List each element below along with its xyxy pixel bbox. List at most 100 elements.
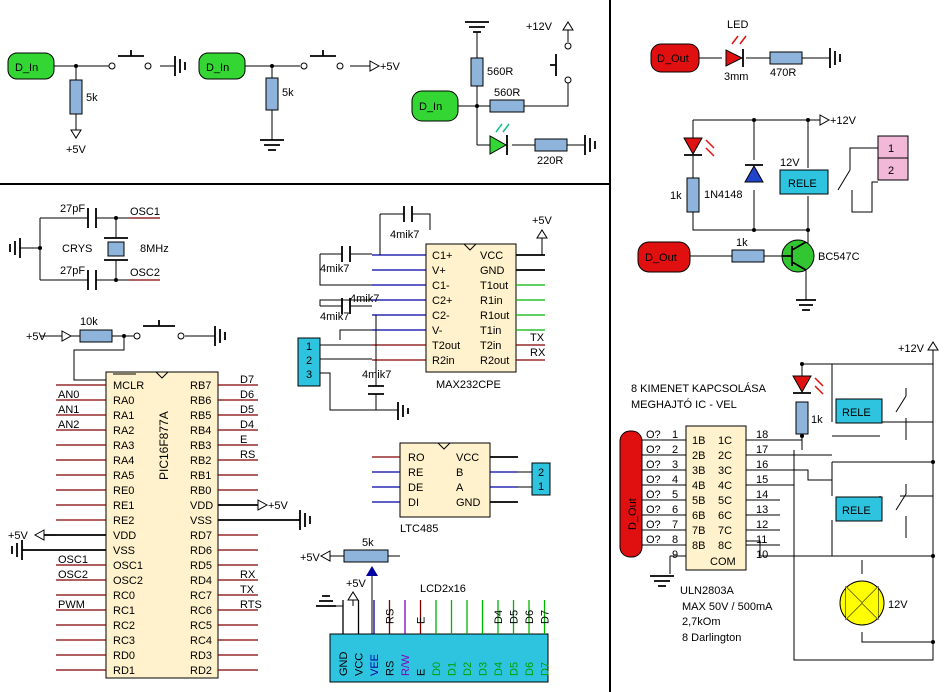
uln-left-num: 1 xyxy=(672,429,678,441)
pic-right-pin: RD3 xyxy=(190,650,212,662)
pic-right-pin: RD7 xyxy=(190,530,212,542)
pic-right-signal: RTS xyxy=(240,599,262,611)
pic-left-pin: RA5 xyxy=(113,470,134,482)
max232-cap-label: 4mik7 xyxy=(390,229,419,241)
lcd-pin: D3 xyxy=(478,662,490,676)
r2-label: 5k xyxy=(282,87,294,99)
relay-coil-top xyxy=(779,169,829,195)
max232-right-pin: R2out xyxy=(480,355,509,367)
pushbutton-2[interactable] xyxy=(300,50,344,70)
r3-label: 560R xyxy=(487,66,513,78)
uln-left-pin: 3B xyxy=(692,465,705,477)
pic-right-pin: VDD xyxy=(190,500,213,512)
max232-left-pin: T2out xyxy=(432,340,460,352)
max232-conn-pin: 1 xyxy=(306,341,312,353)
ltc485-connector[interactable] xyxy=(531,462,551,496)
max232-connector[interactable] xyxy=(297,337,321,387)
pic-left-signal: AN2 xyxy=(58,419,79,431)
resistor-5k-1 xyxy=(69,79,83,115)
lcd-pin: D6 xyxy=(524,662,536,676)
uln-left-pin: 6B xyxy=(692,510,705,522)
uln-right-num: 14 xyxy=(756,489,768,501)
r4-label: 560R xyxy=(494,87,520,99)
max232-left-pin: C2+ xyxy=(432,295,453,307)
ltc485-right-pin: VCC xyxy=(456,452,479,464)
uln-right-pin: 3C xyxy=(718,465,732,477)
uln-left-pin: 8B xyxy=(692,540,705,552)
conn-2-label: 2 xyxy=(888,165,894,177)
max232-left-pin: V- xyxy=(432,325,443,337)
uln-spec-3: 8 Darlington xyxy=(682,632,741,644)
lcd-top-signal: D4 xyxy=(493,610,505,624)
max232-conn-pin: 3 xyxy=(306,369,312,381)
pic-right-pin: RB5 xyxy=(190,410,211,422)
lcd-top-signal: E xyxy=(416,617,428,624)
lcd-pin: D4 xyxy=(493,662,505,676)
ltc485-right-pin: GND xyxy=(456,497,481,509)
pic-reset-circuit: +5V 10k xyxy=(26,316,226,381)
pic-vdd-right-label: +5V xyxy=(268,500,289,512)
lcd-pin: E xyxy=(416,669,428,676)
max232-right-pin: R1in xyxy=(480,295,503,307)
lcd-pin: VCC xyxy=(354,653,366,676)
r1k-label-top: 1k xyxy=(670,190,682,202)
vplus-arrow-1 xyxy=(70,129,82,139)
pushbutton-1[interactable] xyxy=(108,50,152,70)
vplus-label-1: +5V xyxy=(66,144,87,156)
pushbutton-3[interactable] xyxy=(550,42,572,84)
max232-right-pin: R1out xyxy=(480,310,509,322)
green-led xyxy=(489,123,510,155)
uln-input-label: O? xyxy=(646,504,661,516)
uln-relay-2-label: RELE xyxy=(842,505,871,517)
pic-left-pin: RA0 xyxy=(113,395,134,407)
uln2803-section: 8 KIMENET KAPCSOLÁSA MEGHAJTÓ IC - VEL D… xyxy=(619,341,939,661)
resistor-5k-2 xyxy=(265,77,279,111)
oscillator-circuit: 27pF 27pF OSC1 OSC2 CRYS 8MHz xyxy=(9,203,169,290)
uln-relay-1-label: RELE xyxy=(842,407,871,419)
pic-left-pin: RC3 xyxy=(113,635,135,647)
uln-left-pin: 2B xyxy=(692,450,705,462)
uln-right-pin: 1C xyxy=(718,435,732,447)
pot-5k[interactable] xyxy=(343,549,389,563)
v12-label-1: +12V xyxy=(526,21,553,33)
relay-label-top: RELE xyxy=(788,178,817,190)
uln-right-pin: 8C xyxy=(718,540,732,552)
dout-terminal-2[interactable] xyxy=(637,241,691,273)
pic-right-pin: RC5 xyxy=(190,620,212,632)
max232-left-pin: C1- xyxy=(432,280,450,292)
max232-cap-label: 4mik7 xyxy=(350,293,379,305)
lcd-body xyxy=(329,633,549,683)
resistor-1k-uln xyxy=(795,401,809,435)
relay-circuit: +12V 1k 1N4148 12V RELE 1 2 D_Out 1k BC5… xyxy=(637,114,909,311)
uln-left-pin: 4B xyxy=(692,480,705,492)
max232-vplus: +5V xyxy=(532,215,553,227)
max232-body xyxy=(425,243,517,373)
r1-label: 5k xyxy=(86,92,98,104)
pic-right-pin: VSS xyxy=(190,515,212,527)
max232-right-pin: VCC xyxy=(480,250,503,262)
pic-left-pin: RC2 xyxy=(113,620,135,632)
uln-right-pin: 4C xyxy=(718,480,732,492)
pic-left-pin: RA4 xyxy=(113,455,134,467)
uln-left-num: 6 xyxy=(672,504,678,516)
max232-cap-label: 4mik7 xyxy=(320,263,349,275)
v12-label-2: +12V xyxy=(830,115,857,127)
dout-terminal-3[interactable] xyxy=(619,430,643,558)
reset-button[interactable] xyxy=(133,320,185,340)
led-size-label: 3mm xyxy=(724,71,748,83)
uln-right-pin: 7C xyxy=(718,525,732,537)
pic-right-signal: D5 xyxy=(240,404,254,416)
pic-left-pin: VSS xyxy=(113,545,135,557)
uln-input-label: O? xyxy=(646,474,661,486)
max232-right-pin: T1in xyxy=(480,325,501,337)
uln-r1k-label: 1k xyxy=(811,414,823,426)
pic-left-signal: AN0 xyxy=(58,389,79,401)
uln-title-2: MEGHAJTÓ IC - VEL xyxy=(631,398,737,411)
pic-right-pin: RD2 xyxy=(190,665,212,677)
uln-left-num: 2 xyxy=(672,444,678,456)
uln-com: COM xyxy=(710,556,736,568)
resistor-1k-base xyxy=(731,249,765,263)
